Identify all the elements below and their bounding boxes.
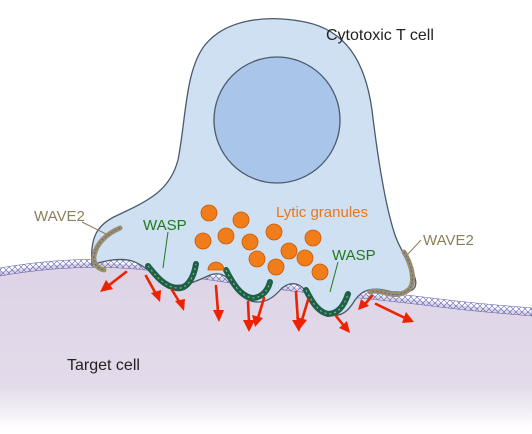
t-cell-label: Cytotoxic T cell — [326, 27, 434, 44]
granule — [200, 204, 218, 222]
wasp-actin-cup-3-mesh — [305, 289, 349, 315]
target-cell — [0, 263, 532, 429]
granule — [194, 232, 212, 250]
arrow — [334, 314, 346, 328]
arrow-head — [252, 315, 263, 327]
arrow — [294, 290, 300, 324]
granule — [311, 263, 329, 281]
wave2-left-leader — [81, 221, 111, 237]
wave2-right-label: WAVE2 — [423, 232, 474, 249]
granule — [241, 233, 259, 251]
arrow-head — [358, 299, 369, 310]
arrow — [246, 300, 251, 324]
wasp-right-label: WASP — [332, 247, 376, 264]
target-cell-label: Target cell — [67, 357, 140, 374]
arrow-head — [339, 321, 350, 333]
arrow — [300, 298, 310, 322]
wave2-actin-left-mesh — [93, 227, 121, 271]
nucleus — [213, 56, 341, 184]
arrow — [256, 296, 266, 320]
granule — [248, 250, 266, 268]
arrow — [363, 294, 374, 306]
granule — [280, 242, 298, 260]
arrow-head — [296, 317, 307, 330]
granule-fusing — [207, 261, 225, 271]
arrow — [144, 274, 158, 296]
granule — [232, 211, 250, 229]
wasp-actin-cup-1-mesh — [147, 263, 197, 289]
granule — [217, 227, 235, 245]
force-arrows — [100, 270, 414, 333]
wasp-actin-cup-2 — [223, 267, 273, 302]
wave2-right-leader — [407, 239, 422, 255]
arrow-head — [151, 290, 161, 302]
granule — [265, 223, 283, 241]
granule — [304, 229, 322, 247]
arrow-head — [243, 320, 255, 332]
arrow-head — [100, 280, 113, 292]
wave2-actin-right-mesh — [369, 251, 413, 295]
granule — [267, 258, 285, 276]
wasp-left-label: WASP — [143, 217, 187, 234]
arrow — [106, 270, 128, 288]
lytic-granules — [194, 204, 329, 281]
arrow-head — [213, 310, 224, 322]
granule — [296, 249, 314, 267]
wasp-left-leader — [162, 231, 169, 269]
lytic-granules-label: Lytic granules — [276, 204, 368, 221]
wave2-left-label: WAVE2 — [34, 208, 85, 225]
arrow-head — [402, 312, 414, 323]
arrow-head — [175, 299, 185, 311]
arrow — [214, 284, 220, 314]
arrow — [374, 302, 407, 320]
wasp-right-leader — [329, 261, 339, 293]
